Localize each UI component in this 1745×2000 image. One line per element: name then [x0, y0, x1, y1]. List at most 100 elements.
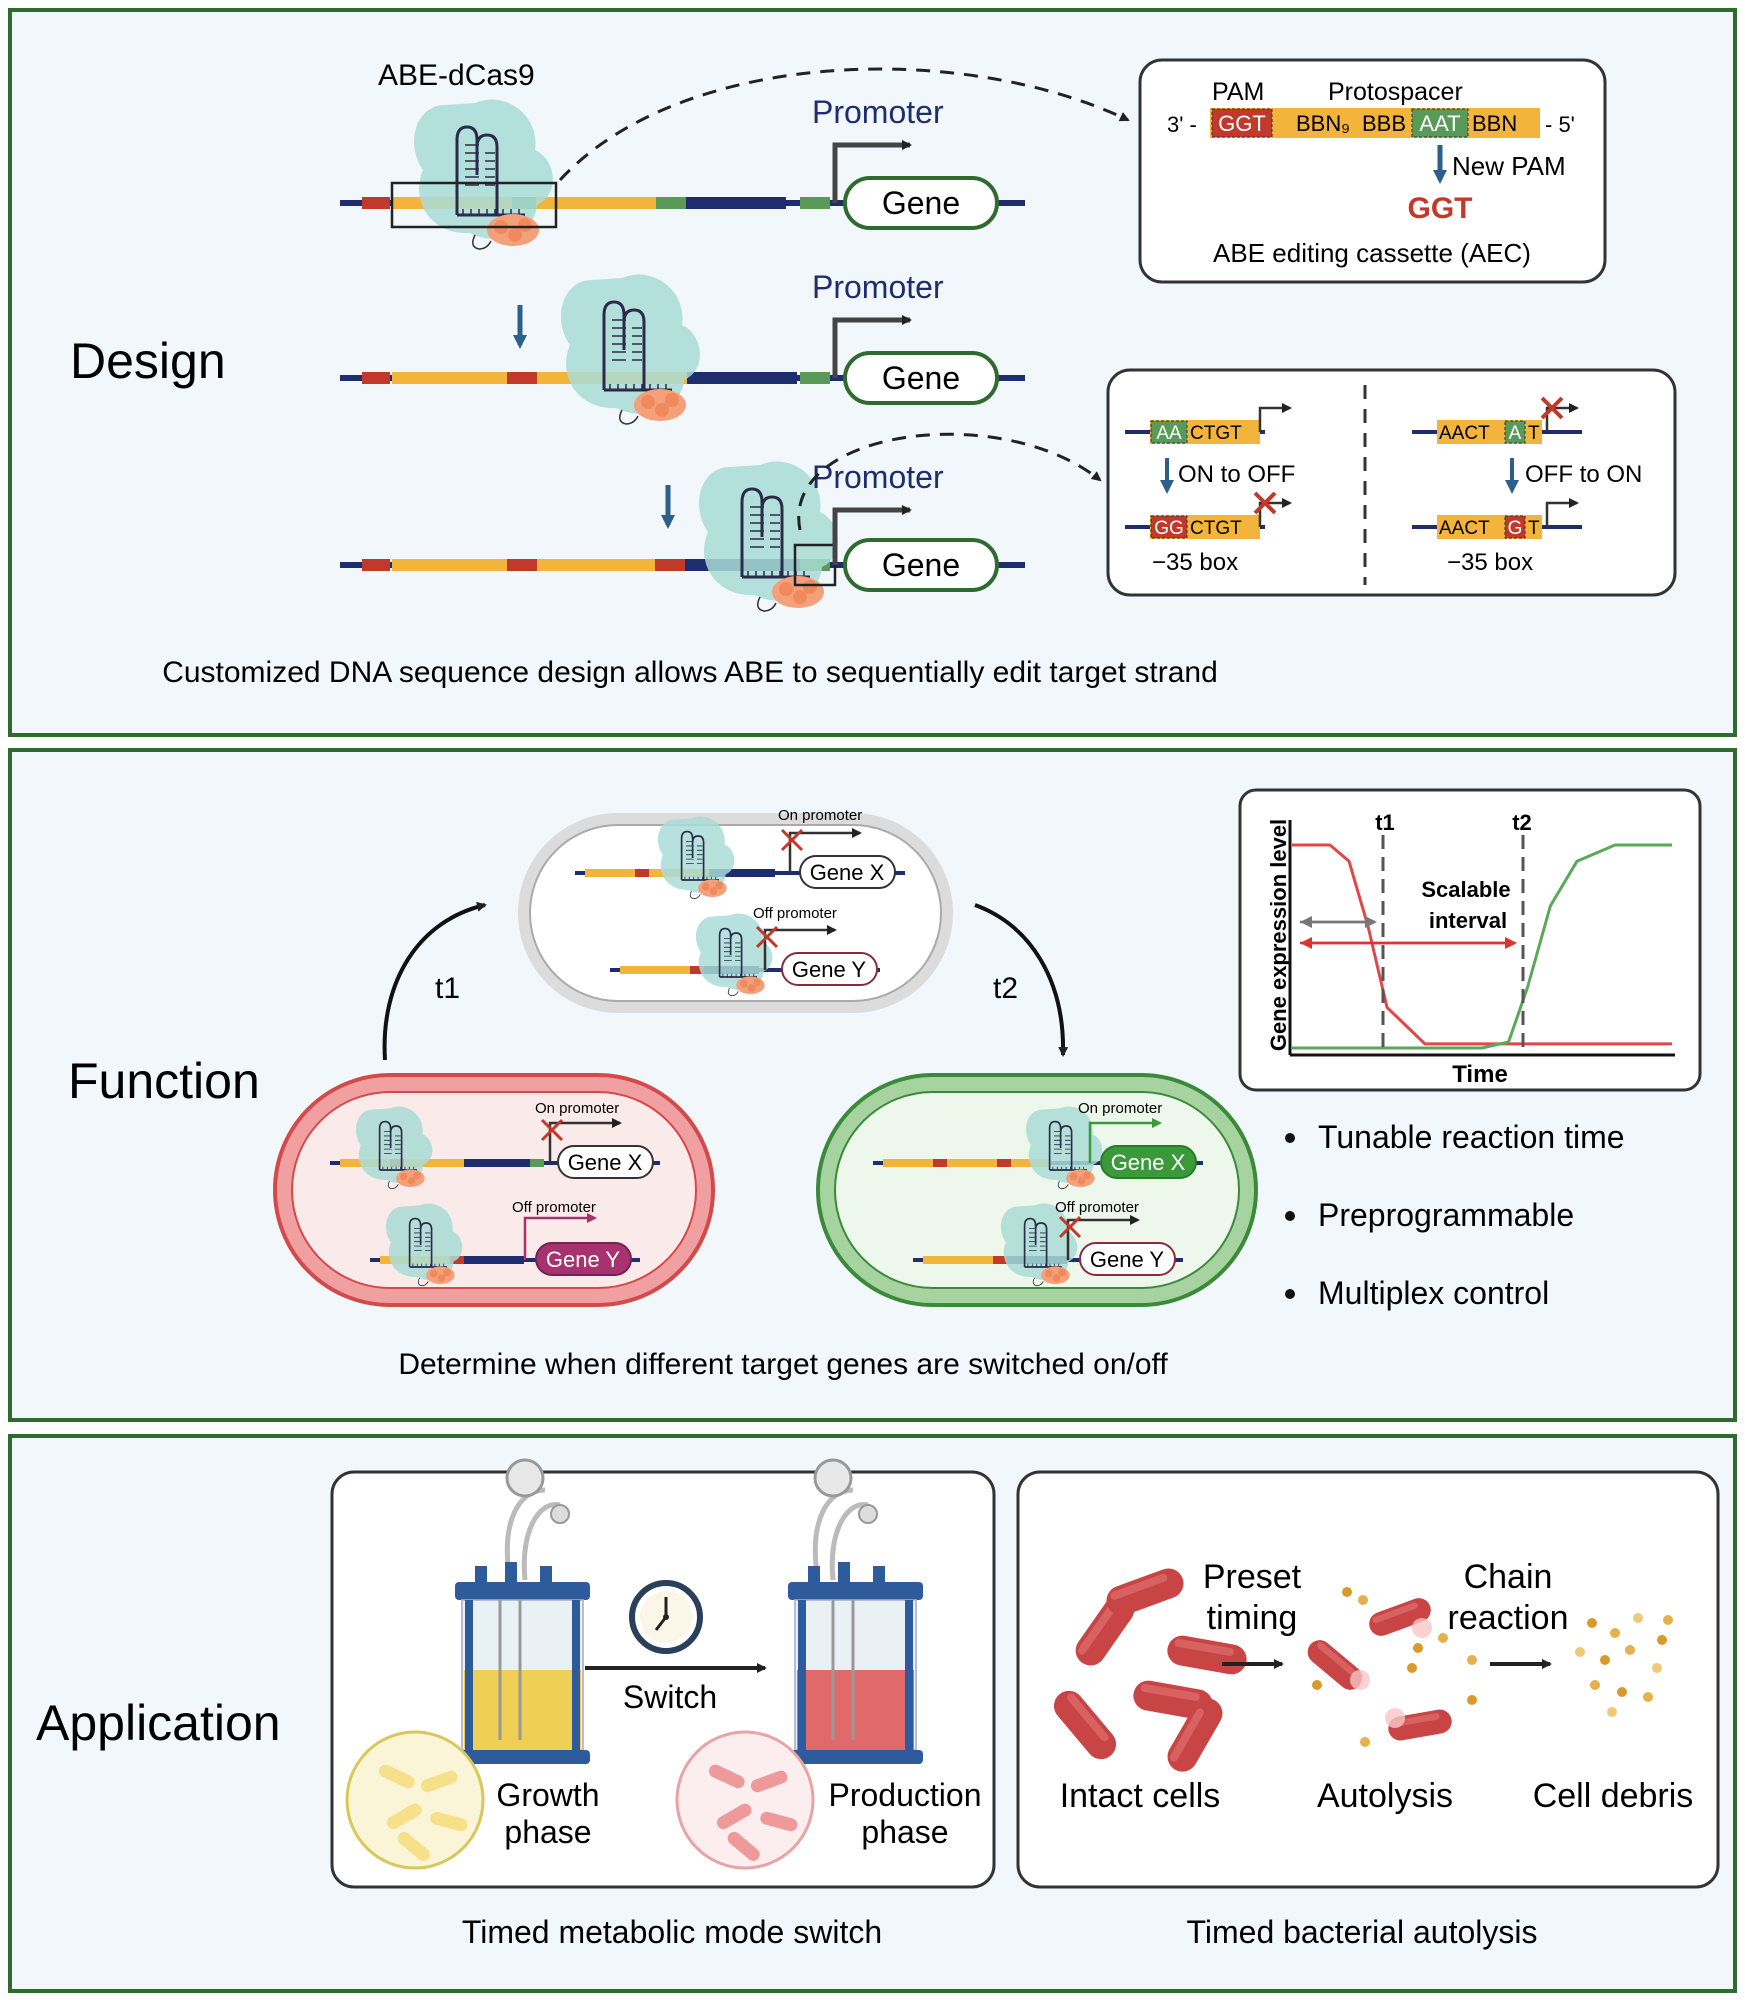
aec-title: ABE editing cassette (AEC)	[1213, 238, 1531, 268]
autolysis-box: Preset timing Chain reaction	[1016, 1470, 1720, 1889]
chart-t2-label: t2	[1512, 810, 1532, 835]
preset-label-1: Preset	[1203, 1558, 1302, 1596]
t1-arrow	[382, 901, 487, 1061]
t2-arrow	[974, 903, 1069, 1057]
chart-ylabel: Gene expression level	[1266, 819, 1291, 1051]
cell1-off-promoter: Off promoter	[753, 905, 837, 922]
caption-left: Timed metabolic mode switch	[462, 1914, 882, 1950]
bullet-3: Multiplex control	[1318, 1275, 1549, 1311]
off-to-on-label: OFF to ON	[1525, 461, 1642, 488]
cell2-off-promoter: Off promoter	[512, 1199, 596, 1216]
chart-xlabel: Time	[1452, 1061, 1508, 1088]
aat-seq: AAT	[1419, 111, 1460, 136]
cell2-gene-x: Gene X	[568, 1150, 643, 1175]
cell1-gene-x: Gene X	[810, 860, 885, 885]
cell-debris-icon	[1575, 1613, 1673, 1717]
debris-label: Cell debris	[1533, 1777, 1694, 1815]
switch-label: Switch	[623, 1679, 717, 1715]
bioreactor-growth-icon	[455, 1458, 590, 1764]
growth-label-1: Growth	[496, 1777, 599, 1813]
bioreactor-box: Growth phase Switch	[330, 1458, 996, 1889]
end-3-label: 3' -	[1167, 112, 1197, 137]
application-heading: Application	[36, 1695, 281, 1751]
design-row-1: ABE-dCas9 Promoter Gene	[340, 59, 1130, 251]
clock-icon	[629, 1580, 703, 1654]
cell3-on-promoter: On promoter	[1078, 1100, 1162, 1117]
chart-t1-label: t1	[1375, 810, 1395, 835]
function-caption: Determine when different target genes ar…	[398, 1348, 1168, 1381]
chain-label-1: Chain	[1464, 1558, 1553, 1596]
t2-label: t2	[993, 972, 1018, 1005]
design-panel: Design ABE-dCas9 Promoter Gene PAM Proto…	[8, 8, 1737, 737]
bbb-seq: BBB	[1362, 111, 1406, 136]
design-heading: Design	[70, 333, 226, 389]
design-row-3: Promoter Gene	[340, 432, 1102, 613]
box-label-left: −35 box	[1152, 549, 1238, 576]
autolysis-cells-icon	[1302, 1587, 1477, 1747]
chart-annotation-1: Scalable	[1421, 877, 1510, 902]
cell3-gene-y: Gene Y	[1090, 1247, 1165, 1272]
chart-series-group	[1292, 843, 1672, 1050]
design-row-2: Promoter Gene	[340, 269, 1025, 426]
autolysis-label: Autolysis	[1317, 1777, 1453, 1815]
gene-label-2: Gene	[882, 360, 960, 396]
aec-box: PAM Protospacer 3' - GGT BBN₉ BBB AAT BB…	[1138, 58, 1607, 284]
bbn-seq: BBN	[1472, 111, 1517, 136]
promoter-switch-box: AA CTGT ON to OFF GG CTGT −35 box AACT A…	[1106, 368, 1677, 597]
pam-label: PAM	[1212, 78, 1264, 106]
on-top-aa: AA	[1156, 423, 1182, 444]
caption-right: Timed bacterial autolysis	[1187, 1914, 1538, 1950]
preset-label-2: timing	[1207, 1599, 1298, 1637]
off-cross-icon	[1253, 491, 1277, 515]
production-label-2: phase	[861, 1814, 948, 1850]
bullet-2: Preprogrammable	[1318, 1197, 1574, 1233]
promoter-label-2: Promoter	[812, 269, 944, 305]
function-panel: Function On promoter Gene X Off promoter…	[8, 748, 1737, 1422]
off-top-seq: AACT	[1439, 423, 1490, 444]
cell3-gene-x: Gene X	[1111, 1150, 1186, 1175]
cell2-on-promoter: On promoter	[535, 1100, 619, 1117]
feature-list: Tunable reaction time Preprogrammable Mu…	[1285, 1119, 1625, 1311]
cell-t2: On promoter Gene X Off promoter Gene Y	[816, 1073, 1258, 1307]
box-label-right: −35 box	[1447, 549, 1533, 576]
promoter-label-3: Promoter	[812, 459, 944, 495]
expression-chart: Gene expression level Time t1 t2 Scalabl…	[1238, 788, 1702, 1092]
intact-label: Intact cells	[1060, 1777, 1221, 1815]
protospacer-label: Protospacer	[1328, 78, 1463, 106]
cell3-off-promoter: Off promoter	[1055, 1199, 1139, 1216]
off-cross-icon-2	[1540, 396, 1564, 420]
new-pam-seq: GGT	[1408, 192, 1473, 225]
on-to-off-label: ON to OFF	[1178, 461, 1295, 488]
bioreactor-production-icon	[788, 1458, 923, 1764]
t1-label: t1	[435, 972, 460, 1005]
production-label-1: Production	[829, 1777, 982, 1813]
chart-series-red	[1292, 843, 1672, 1046]
cell-t1: On promoter Gene X Off promoter Gene Y	[273, 1073, 715, 1307]
growth-label-2: phase	[504, 1814, 591, 1850]
bbn9-seq: BBN₉	[1296, 111, 1350, 136]
off-top-t: T	[1528, 423, 1540, 444]
off-bot-t: T	[1528, 518, 1540, 539]
cell1-on-promoter: On promoter	[778, 807, 862, 824]
growth-phase-magnifier	[345, 1730, 485, 1870]
cell2-gene-y: Gene Y	[546, 1247, 621, 1272]
abe-label: ABE-dCas9	[378, 59, 535, 92]
on-bot-seq: CTGT	[1190, 518, 1242, 539]
off-bot-seq: AACT	[1439, 518, 1490, 539]
on-bot-gg: GG	[1154, 518, 1184, 539]
gene-label-3: Gene	[882, 547, 960, 583]
on-top-seq: CTGT	[1190, 423, 1242, 444]
gene-label-1: Gene	[882, 185, 960, 221]
design-caption: Customized DNA sequence design allows AB…	[162, 656, 1218, 689]
cell-initial: On promoter Gene X Off promoter Gene Y	[518, 807, 953, 1013]
promoter-label-1: Promoter	[812, 94, 944, 130]
production-phase-magnifier	[675, 1730, 815, 1870]
function-heading: Function	[68, 1053, 260, 1109]
chart-annotation-2: interval	[1429, 908, 1507, 933]
new-pam-label: New PAM	[1452, 151, 1566, 181]
bullet-1: Tunable reaction time	[1318, 1119, 1625, 1155]
chain-label-2: reaction	[1448, 1599, 1569, 1637]
end-5-label: - 5'	[1545, 112, 1575, 137]
chart-series-green	[1292, 843, 1672, 1050]
